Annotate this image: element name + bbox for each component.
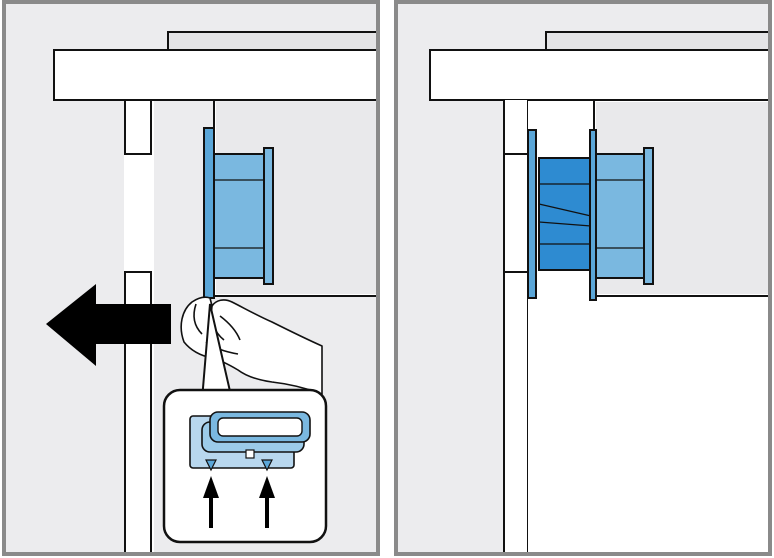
diagram-installed-duct bbox=[398, 4, 768, 552]
duct-flange-plate-front bbox=[527, 129, 537, 299]
cabinet-post-upper bbox=[124, 99, 152, 155]
duct-flange-plate bbox=[203, 127, 215, 299]
cabinet-top-board bbox=[53, 49, 376, 101]
push-up-arrow-right bbox=[259, 476, 275, 528]
panel-step-remove bbox=[2, 0, 380, 556]
cabinet-side bbox=[504, 100, 528, 552]
push-up-arrow-left bbox=[203, 476, 219, 528]
cabinet-top-board bbox=[429, 49, 768, 101]
ventilation-duct-module-installed bbox=[527, 129, 654, 301]
ventilation-duct-module bbox=[203, 127, 274, 299]
diagram-remove-duct bbox=[6, 4, 376, 552]
latch-tab-left bbox=[205, 459, 217, 472]
panel-step-installed bbox=[394, 0, 772, 556]
pull-direction-arrow bbox=[46, 284, 171, 366]
latch-tab-right bbox=[261, 459, 273, 472]
detail-inset bbox=[162, 388, 328, 544]
